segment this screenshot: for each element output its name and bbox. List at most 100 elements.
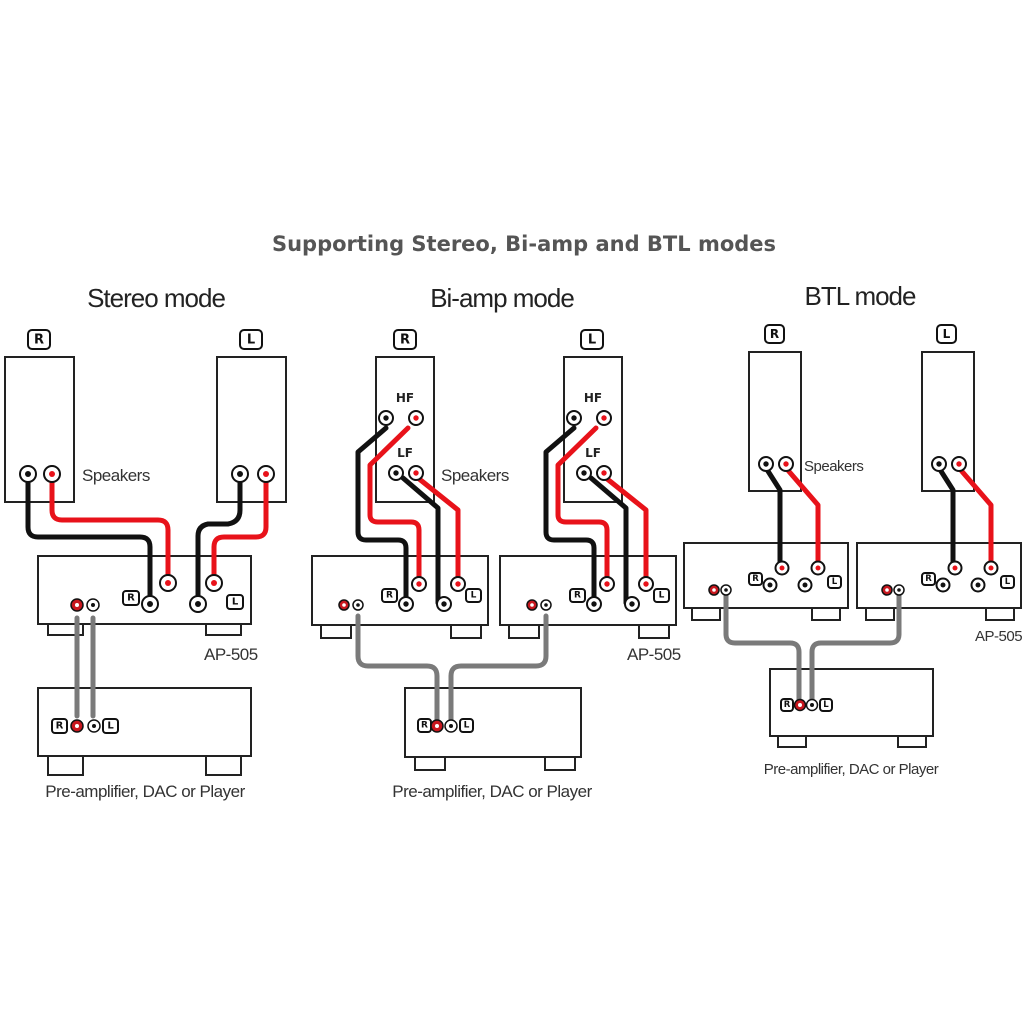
svg-text:L: L bbox=[107, 721, 114, 732]
signal-cable bbox=[723, 590, 802, 705]
amp-terminal-positive bbox=[983, 560, 999, 576]
rca-output-left bbox=[805, 698, 819, 712]
positive-wire bbox=[783, 465, 821, 569]
rca-input-right bbox=[881, 584, 893, 596]
speaker-terminal-negative bbox=[388, 465, 404, 481]
amp-model-label: AP-505 bbox=[975, 628, 1022, 645]
right-channel-badge: R bbox=[27, 329, 51, 350]
amp-terminal-negative bbox=[624, 596, 640, 612]
svg-text:R: R bbox=[925, 574, 932, 584]
amp-terminal-positive bbox=[599, 576, 615, 592]
speaker-right: R bbox=[4, 329, 75, 503]
btl-mode-title: BTL mode bbox=[805, 281, 917, 311]
amp-chassis bbox=[856, 542, 1022, 609]
positive-wire bbox=[956, 465, 994, 569]
svg-text:R: R bbox=[127, 593, 135, 604]
right-channel-badge: R bbox=[393, 329, 417, 350]
biamp-mode-panel: Bi-amp mode R HF LF L HF LF Speakers R L bbox=[311, 283, 681, 801]
rca-input-left bbox=[720, 584, 732, 596]
amp-left-badge: L bbox=[653, 588, 670, 603]
speaker-terminal-positive bbox=[43, 465, 61, 483]
speaker-terminal-positive bbox=[596, 410, 612, 426]
btl-mode-panel: BTL mode R L Speakers R L R L AP-505 bbox=[683, 281, 1023, 778]
hf-label: HF bbox=[584, 391, 602, 405]
svg-text:L: L bbox=[464, 721, 470, 731]
positive-wire bbox=[49, 473, 171, 586]
amplifier-ap505: R L bbox=[311, 555, 489, 639]
rca-output-right bbox=[430, 719, 444, 733]
rca-input-left bbox=[86, 598, 100, 612]
svg-text:R: R bbox=[574, 591, 581, 601]
source-left-badge: L bbox=[819, 698, 833, 712]
negative-wire bbox=[763, 465, 783, 569]
negative-wire bbox=[400, 475, 441, 606]
amp-chassis bbox=[683, 542, 849, 609]
amp-right-badge: R bbox=[569, 588, 586, 603]
source-right-badge: R bbox=[417, 718, 432, 733]
amp-right-badge: R bbox=[748, 572, 763, 586]
positive-wire bbox=[555, 425, 610, 586]
speaker-terminal-positive bbox=[257, 465, 275, 483]
speaker-cabinet bbox=[4, 356, 75, 503]
speaker-terminal-positive bbox=[778, 456, 794, 472]
source-label: Pre-amplifier, DAC or Player bbox=[392, 782, 592, 801]
speakers-label: Speakers bbox=[82, 466, 150, 485]
speaker-cabinet bbox=[748, 351, 802, 492]
svg-text:L: L bbox=[823, 700, 829, 710]
speaker-terminal-negative bbox=[758, 456, 774, 472]
left-channel-badge: L bbox=[239, 329, 263, 350]
amp-left-badge: L bbox=[226, 594, 244, 610]
amp-terminal-negative bbox=[436, 596, 452, 612]
amp-model-label: AP-505 bbox=[627, 645, 681, 664]
amp-terminal-negative bbox=[797, 577, 813, 593]
amp-terminal-positive bbox=[947, 560, 963, 576]
stereo-mode-title: Stereo mode bbox=[87, 283, 225, 313]
positive-wire bbox=[211, 473, 269, 586]
amp-right-badge: R bbox=[381, 588, 398, 603]
rca-input-right bbox=[338, 599, 350, 611]
svg-text:L: L bbox=[588, 333, 596, 348]
negative-wire bbox=[588, 475, 629, 606]
negative-wire bbox=[936, 465, 956, 569]
amp-right-badge: R bbox=[921, 572, 936, 586]
amp-terminal-positive bbox=[159, 574, 177, 592]
svg-text:L: L bbox=[1005, 577, 1011, 587]
rca-input-left bbox=[352, 599, 364, 611]
source-left-badge: L bbox=[459, 718, 474, 733]
amp-left-badge: L bbox=[1000, 575, 1015, 589]
source-foot bbox=[205, 753, 242, 776]
svg-text:R: R bbox=[400, 333, 410, 348]
rca-output-right bbox=[793, 698, 807, 712]
source-device: R L bbox=[769, 668, 934, 748]
rca-output-right bbox=[70, 719, 84, 733]
amp-terminal-positive bbox=[411, 576, 427, 592]
left-channel-badge: L bbox=[936, 324, 957, 344]
speaker-terminal-positive bbox=[408, 410, 424, 426]
amp-terminal-positive bbox=[810, 560, 826, 576]
svg-text:R: R bbox=[770, 327, 779, 341]
svg-text:L: L bbox=[232, 597, 239, 608]
svg-text:R: R bbox=[34, 333, 44, 348]
lf-label: LF bbox=[585, 446, 601, 460]
rca-input-left bbox=[540, 599, 552, 611]
svg-text:L: L bbox=[943, 327, 951, 341]
hf-label: HF bbox=[396, 391, 414, 405]
page-title: Supporting Stereo, Bi-amp and BTL modes bbox=[272, 232, 776, 256]
svg-text:R: R bbox=[421, 721, 428, 731]
rca-output-left bbox=[87, 719, 101, 733]
amp-terminal-positive bbox=[774, 560, 790, 576]
amp-terminal-negative bbox=[398, 596, 414, 612]
source-right-badge: R bbox=[780, 698, 794, 712]
lf-label: LF bbox=[397, 446, 413, 460]
amp-terminal-positive bbox=[450, 576, 466, 592]
speaker-terminal-negative bbox=[378, 410, 394, 426]
svg-text:R: R bbox=[386, 591, 393, 601]
speakers-label: Speakers bbox=[804, 458, 863, 475]
svg-text:L: L bbox=[832, 577, 838, 587]
rca-input-right bbox=[708, 584, 720, 596]
rca-output-left bbox=[444, 719, 458, 733]
positive-wire bbox=[415, 475, 461, 586]
negative-wire bbox=[195, 473, 243, 605]
right-channel-badge: R bbox=[764, 324, 785, 344]
